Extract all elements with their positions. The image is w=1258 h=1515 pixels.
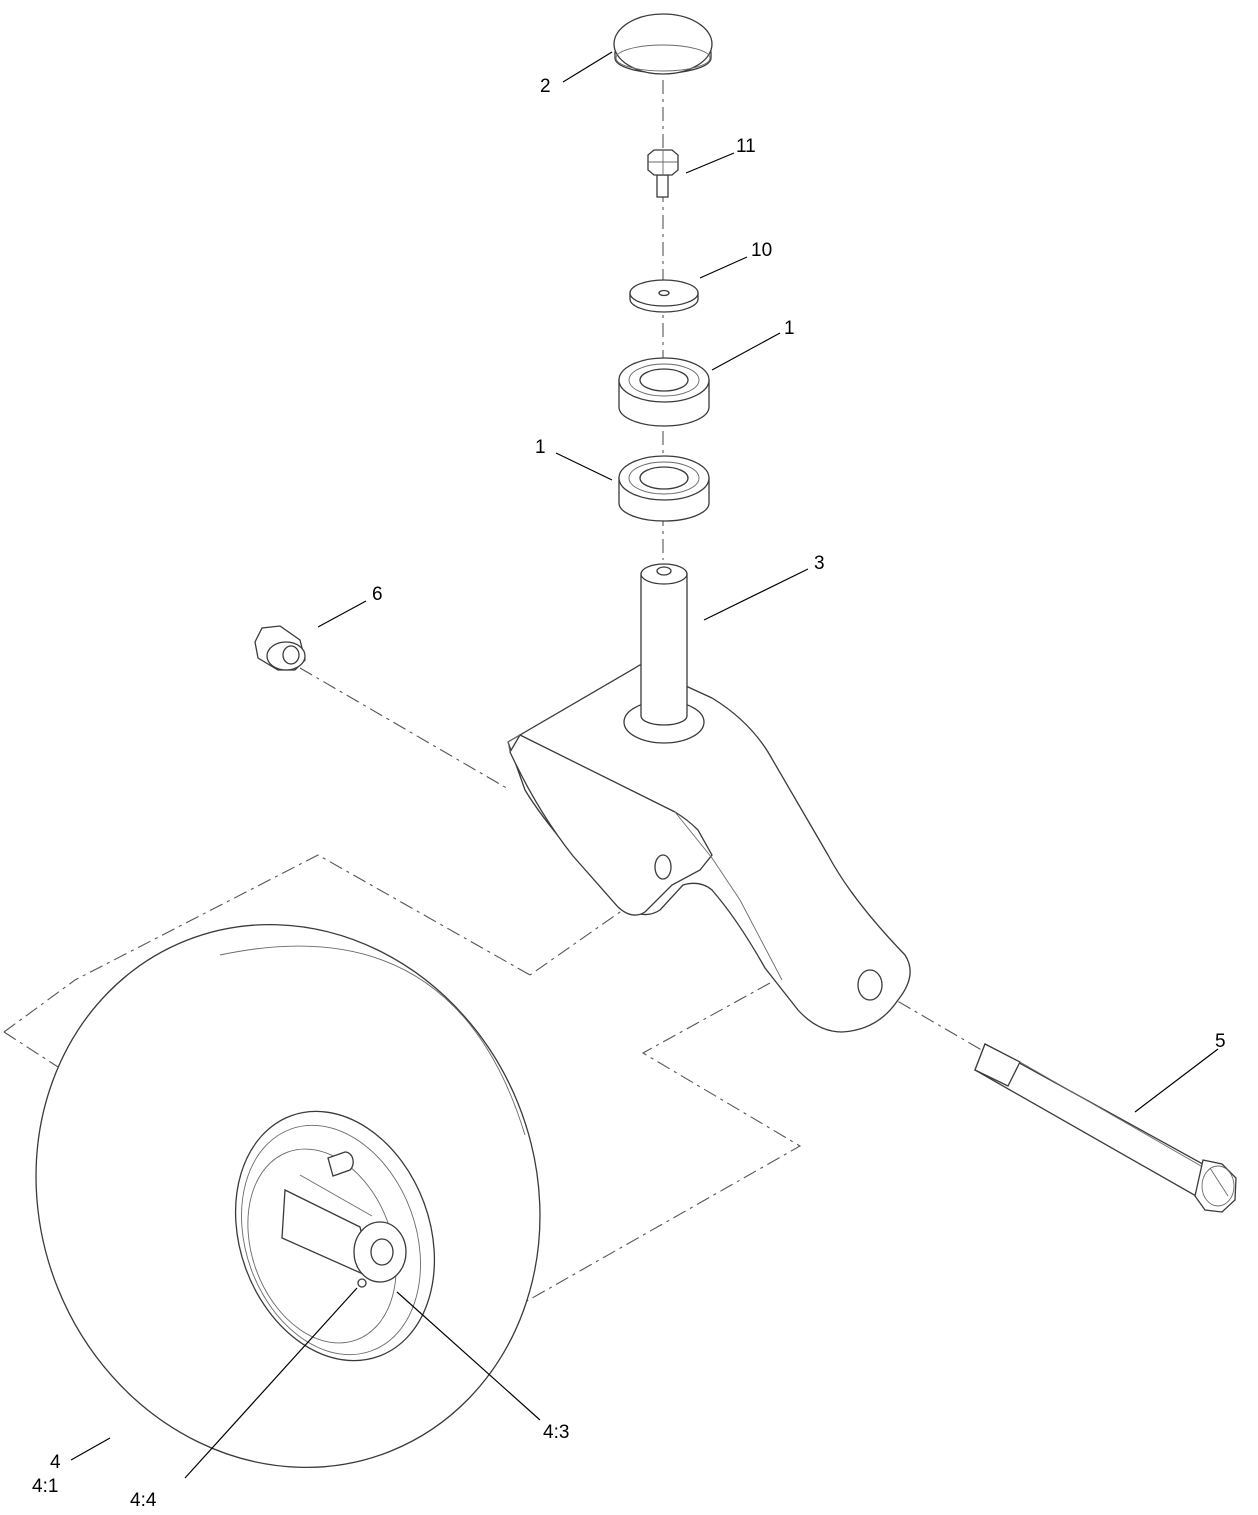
leader-lines [70,51,1219,1479]
callout-4: 4 [50,1452,61,1473]
cap-part-2 [613,13,713,75]
callout-labels: 2 11 10 1 1 3 6 5 4 4:1 4:3 4:4 [32,76,1226,1511]
callout-6: 6 [372,584,383,605]
callout-1-lower: 1 [535,437,546,458]
flange-nut-part-6 [254,625,306,671]
wheel-assembly-part-4 [35,923,541,1469]
bearing-lower-part-1 [618,455,710,522]
callout-11: 11 [736,136,756,157]
washer-part-10 [629,279,699,313]
callout-2: 2 [540,76,551,97]
bearing-upper-part-1 [618,357,710,427]
callout-10: 10 [751,240,772,261]
callout-4-3: 4:3 [543,1422,569,1443]
callout-4-4: 4:4 [130,1490,157,1511]
caster-fork-part-3 [507,563,911,1033]
callout-1-upper: 1 [784,318,795,339]
bolt-part-11 [647,149,679,198]
callout-3: 3 [814,553,825,574]
callout-5: 5 [1215,1031,1226,1052]
callout-4-1: 4:1 [32,1476,58,1497]
shoulder-bolt-part-5 [974,1043,1237,1213]
